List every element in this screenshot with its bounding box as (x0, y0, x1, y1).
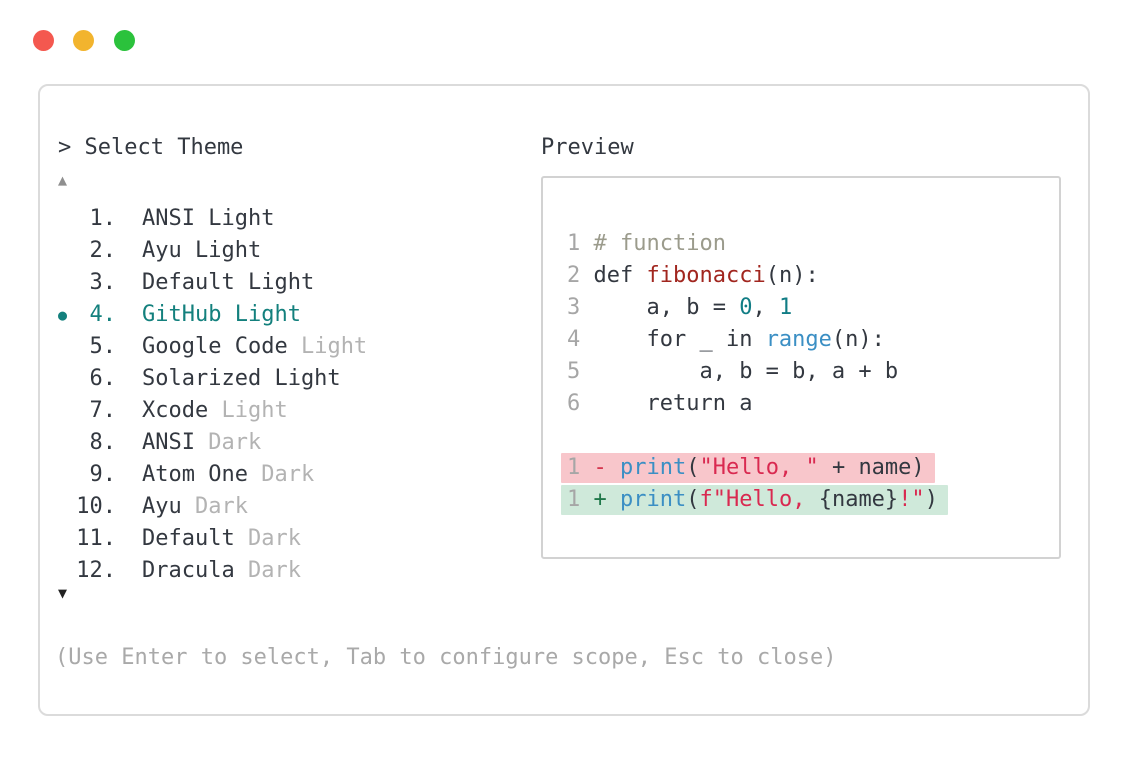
theme-variant: Dark (247, 526, 301, 551)
theme-name: Dracula (142, 558, 248, 583)
theme-item-default-light[interactable]: 3. Default Light (58, 267, 367, 299)
line-number: 1 (567, 231, 581, 256)
line-number: 6 (567, 391, 581, 416)
theme-item-default[interactable]: 11. Default Dark (58, 523, 367, 555)
diff-added-line: 1 + print(f"Hello, {name}!") (561, 484, 948, 516)
keyboard-hint: (Use Enter to select, Tab to configure s… (55, 645, 837, 670)
code-blank-line (567, 420, 948, 452)
code-line: 4 for _ in range(n): (567, 327, 885, 352)
theme-name: Default (142, 526, 248, 551)
theme-name: Solarized Light (142, 366, 341, 391)
theme-variant: Dark (194, 494, 248, 519)
theme-name: Xcode (142, 398, 222, 423)
selected-bullet-icon (58, 427, 76, 459)
line-number: 4 (567, 327, 581, 352)
page-title: > Select Theme (58, 135, 244, 160)
theme-number: 12. (76, 558, 116, 583)
theme-number: 8. (89, 430, 117, 455)
code-line: 3 a, b = 0, 1 (567, 295, 793, 320)
theme-number: 9. (89, 462, 117, 487)
theme-variant: Light (221, 398, 288, 423)
theme-item-xcode[interactable]: 7. Xcode Light (58, 395, 367, 427)
theme-number: 3. (89, 270, 117, 295)
selected-bullet-icon (58, 267, 76, 299)
theme-number: 1. (89, 206, 117, 231)
selected-bullet-icon (58, 203, 76, 235)
diff-plus-sign: + (593, 487, 607, 512)
selected-bullet-icon (58, 459, 76, 491)
theme-variant: Dark (261, 462, 315, 487)
code-line: 5 a, b = b, a + b (567, 359, 899, 384)
diff-removed-line: 1 - print("Hello, " + name) (561, 452, 948, 484)
theme-name: Google Code (142, 334, 301, 359)
theme-variant: Light (300, 334, 368, 359)
selected-bullet-icon (58, 523, 76, 555)
theme-item-atom-one[interactable]: 9. Atom One Dark (58, 459, 367, 491)
theme-item-ansi-light[interactable]: 1. ANSI Light (58, 203, 367, 235)
theme-variant: Dark (208, 430, 262, 455)
line-number: 1 (567, 455, 581, 480)
theme-item-google-code[interactable]: 5. Google Code Light (58, 331, 368, 363)
preview-label: Preview (541, 135, 634, 160)
code-line: 1 # function (567, 231, 726, 256)
theme-number: 4. (89, 302, 117, 327)
theme-number: 11. (76, 526, 116, 551)
selected-bullet-icon (58, 491, 76, 523)
theme-number: 6. (89, 366, 117, 391)
theme-name: Ayu (142, 494, 195, 519)
theme-name: Ayu Light (142, 238, 262, 263)
selected-bullet-icon: ● (58, 306, 68, 324)
selected-bullet-icon (58, 331, 76, 363)
line-number: 5 (567, 359, 581, 384)
line-number: 1 (567, 487, 581, 512)
theme-number: 10. (76, 494, 116, 519)
theme-selector-panel: > Select Theme Preview ▲ 1. ANSI Light 2. A… (38, 84, 1090, 716)
scroll-up-icon[interactable]: ▲ (58, 171, 68, 189)
preview-pane: 1 # function 2 def fibonacci(n): 3 a, b = … (541, 176, 1061, 559)
traffic-light-minimize[interactable] (73, 30, 94, 51)
theme-number: 5. (89, 334, 117, 359)
selected-bullet-icon (58, 395, 76, 427)
theme-name: ANSI Light (142, 206, 275, 231)
code-block: 1 # function 2 def fibonacci(n): 3 a, b = … (561, 228, 948, 516)
theme-item-github-light[interactable]: ● 4. GitHub Light (58, 299, 367, 331)
code-line: 2 def fibonacci(n): (567, 263, 819, 288)
line-number: 2 (567, 263, 581, 288)
theme-item-dracula[interactable]: 12. Dracula Dark (58, 555, 367, 587)
traffic-light-close[interactable] (33, 30, 54, 51)
theme-name: ANSI (142, 430, 209, 455)
theme-name: GitHub Light (142, 302, 301, 327)
traffic-light-zoom[interactable] (114, 30, 135, 51)
theme-number: 7. (89, 398, 117, 423)
theme-item-solarized-light[interactable]: 6. Solarized Light (58, 363, 367, 395)
theme-list: 1. ANSI Light 2. Ayu Light 3. Default Light ● 4… (58, 203, 367, 587)
selected-bullet-icon (58, 235, 76, 267)
theme-variant: Dark (247, 558, 301, 583)
theme-name: Atom One (142, 462, 262, 487)
code-line: 6 return a (567, 391, 753, 416)
theme-number: 2. (89, 238, 117, 263)
line-number: 3 (567, 295, 581, 320)
theme-item-ansi[interactable]: 8. ANSI Dark (58, 427, 367, 459)
theme-item-ayu-light[interactable]: 2. Ayu Light (58, 235, 367, 267)
theme-item-ayu[interactable]: 10. Ayu Dark (58, 491, 367, 523)
diff-minus-sign: - (593, 455, 607, 480)
selected-bullet-icon (58, 363, 76, 395)
theme-name: Default Light (142, 270, 315, 295)
scroll-down-icon[interactable]: ▼ (58, 584, 68, 602)
